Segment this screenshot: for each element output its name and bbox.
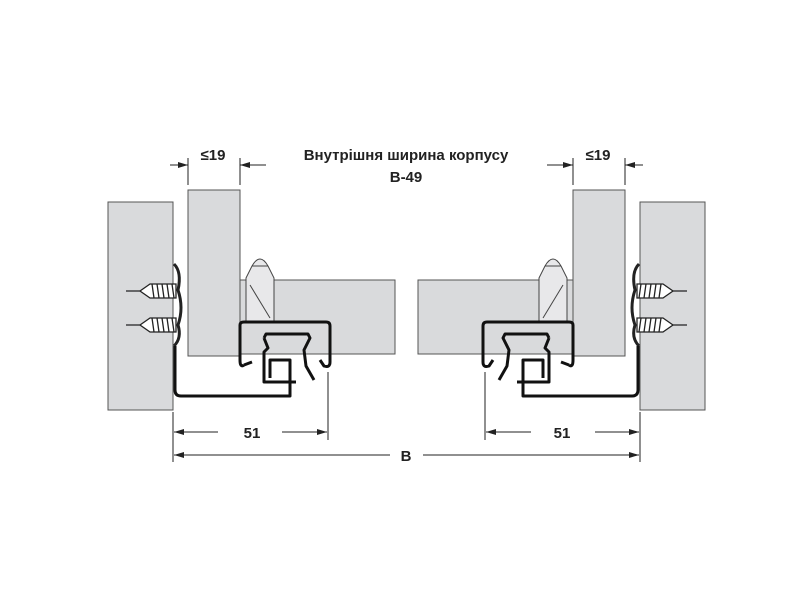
right-rail-dimension: 51 <box>554 425 571 442</box>
right-side-assembly <box>418 158 705 462</box>
left-thickness-label: ≤19 <box>201 147 226 164</box>
total-width-label: B <box>401 448 412 465</box>
left-rail-dimension: 51 <box>244 425 261 442</box>
right-thickness-label: ≤19 <box>586 147 611 164</box>
title-line-1: Внутрішня ширина корпусу <box>304 147 509 164</box>
left-side-assembly <box>108 158 395 462</box>
title-line-2: B-49 <box>390 169 423 186</box>
